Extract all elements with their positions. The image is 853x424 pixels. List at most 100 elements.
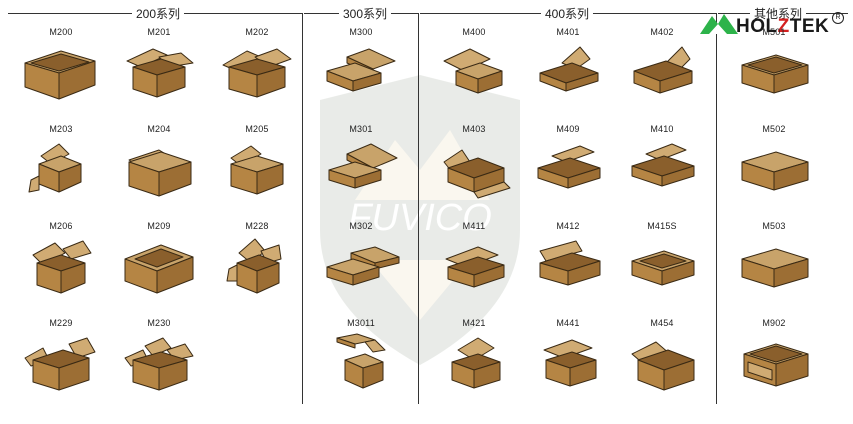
box-illustration-m410 xyxy=(631,143,695,187)
box-cell-m401[interactable]: M401 xyxy=(518,27,618,117)
box-code: M902 xyxy=(762,318,786,328)
box-code: M502 xyxy=(762,124,786,134)
box-illustration-m201 xyxy=(126,48,194,98)
box-code: M503 xyxy=(762,221,786,231)
box-code: M205 xyxy=(245,124,269,134)
group-title-200: 200系列 xyxy=(131,5,185,22)
box-illustration-m301 xyxy=(328,143,398,189)
box-illustration-m403 xyxy=(443,149,511,199)
box-illustration-m302 xyxy=(326,246,400,286)
holztek-wordmark: HOLZTEK xyxy=(736,16,829,38)
box-illustration-m501 xyxy=(741,54,809,94)
box-code: M402 xyxy=(650,27,674,37)
box-code: M412 xyxy=(556,221,580,231)
box-illustration-m401 xyxy=(539,46,599,92)
box-cell-m902[interactable]: M902 xyxy=(724,318,824,408)
box-cell-m402[interactable]: M402 xyxy=(612,27,712,117)
box-illustration-m203 xyxy=(28,143,82,193)
box-cell-m409[interactable]: M409 xyxy=(518,124,618,214)
separator-300-400 xyxy=(418,13,419,404)
box-cell-m230[interactable]: M230 xyxy=(109,318,209,408)
logo-text-z: Z xyxy=(777,16,790,37)
watermark-text: FUVICO xyxy=(348,197,492,239)
box-illustration-m503 xyxy=(741,248,809,288)
box-code: M411 xyxy=(462,221,486,231)
box-illustration-m411 xyxy=(445,246,505,288)
box-illustration-m204 xyxy=(128,149,192,197)
box-cell-m205[interactable]: M205 xyxy=(207,124,307,214)
box-code: M409 xyxy=(556,124,580,134)
box-code: M410 xyxy=(650,124,674,134)
logo-text-hol: HOL xyxy=(736,16,778,37)
box-illustration-m441 xyxy=(543,339,597,387)
box-code: M421 xyxy=(462,318,486,328)
box-code: M454 xyxy=(650,318,674,328)
box-cell-m411[interactable]: M411 xyxy=(424,221,524,311)
box-cell-m206[interactable]: M206 xyxy=(11,221,111,311)
box-code: M202 xyxy=(245,27,269,37)
box-illustration-m200 xyxy=(24,50,96,100)
box-cell-m209[interactable]: M209 xyxy=(109,221,209,311)
box-code: M302 xyxy=(349,221,373,231)
box-illustration-m206 xyxy=(32,240,92,294)
box-illustration-m3011 xyxy=(336,333,386,389)
box-code: M3011 xyxy=(347,318,375,328)
box-cell-m3011[interactable]: M3011 xyxy=(311,318,411,408)
box-cell-m302[interactable]: M302 xyxy=(311,221,411,311)
box-code: M204 xyxy=(147,124,171,134)
separator-200-300 xyxy=(302,13,303,404)
group-title-300: 300系列 xyxy=(338,5,392,22)
box-code: M200 xyxy=(49,27,73,37)
box-code: M228 xyxy=(245,221,269,231)
box-cell-m403[interactable]: M403 xyxy=(424,124,524,214)
box-cell-m421[interactable]: M421 xyxy=(424,318,524,408)
box-illustration-m400 xyxy=(443,48,503,94)
box-illustration-m205 xyxy=(230,145,284,195)
box-cell-m501[interactable]: M501 xyxy=(724,27,824,117)
box-illustration-m421 xyxy=(451,337,501,389)
box-cell-m503[interactable]: M503 xyxy=(724,221,824,311)
logo-text-tek: TEK xyxy=(789,16,830,37)
box-code: M401 xyxy=(556,27,580,37)
box-code: M441 xyxy=(556,318,580,328)
box-cell-m410[interactable]: M410 xyxy=(612,124,712,214)
mountain-logo-icon xyxy=(700,14,738,34)
box-cell-m201[interactable]: M201 xyxy=(109,27,209,117)
box-code: M206 xyxy=(49,221,73,231)
box-code: M403 xyxy=(462,124,486,134)
box-code: M230 xyxy=(147,318,171,328)
box-cell-m202[interactable]: M202 xyxy=(207,27,307,117)
box-cell-m412[interactable]: M412 xyxy=(518,221,618,311)
box-illustration-m502 xyxy=(741,151,809,191)
box-cell-m204[interactable]: M204 xyxy=(109,124,209,214)
box-cell-m454[interactable]: M454 xyxy=(612,318,712,408)
box-illustration-m300 xyxy=(326,48,396,92)
holztek-logo: HOLZTEK R xyxy=(700,8,850,42)
separator-400-other xyxy=(716,13,717,404)
box-cell-m415s[interactable]: M415S xyxy=(612,221,712,311)
box-cell-m229[interactable]: M229 xyxy=(11,318,111,408)
box-code: M203 xyxy=(49,124,73,134)
box-cell-m200[interactable]: M200 xyxy=(11,27,111,117)
box-illustration-m202 xyxy=(222,48,292,98)
box-illustration-m229 xyxy=(24,337,96,391)
box-cell-m203[interactable]: M203 xyxy=(11,124,111,214)
box-cell-m301[interactable]: M301 xyxy=(311,124,411,214)
box-cell-m300[interactable]: M300 xyxy=(311,27,411,117)
box-code: M201 xyxy=(147,27,171,37)
box-code: M501 xyxy=(762,27,786,37)
box-cell-m228[interactable]: M228 xyxy=(207,221,307,311)
box-cell-m400[interactable]: M400 xyxy=(424,27,524,117)
box-code: M400 xyxy=(462,27,486,37)
box-code: M301 xyxy=(349,124,373,134)
box-code: M209 xyxy=(147,221,171,231)
group-title-400: 400系列 xyxy=(540,5,594,22)
box-illustration-m409 xyxy=(537,145,601,189)
box-code: M415S xyxy=(647,221,677,231)
box-cell-m502[interactable]: M502 xyxy=(724,124,824,214)
box-illustration-m902 xyxy=(743,343,809,387)
box-illustration-m412 xyxy=(539,240,601,286)
registered-mark: R xyxy=(832,12,844,24)
box-illustration-m402 xyxy=(633,46,693,94)
box-cell-m441[interactable]: M441 xyxy=(518,318,618,408)
